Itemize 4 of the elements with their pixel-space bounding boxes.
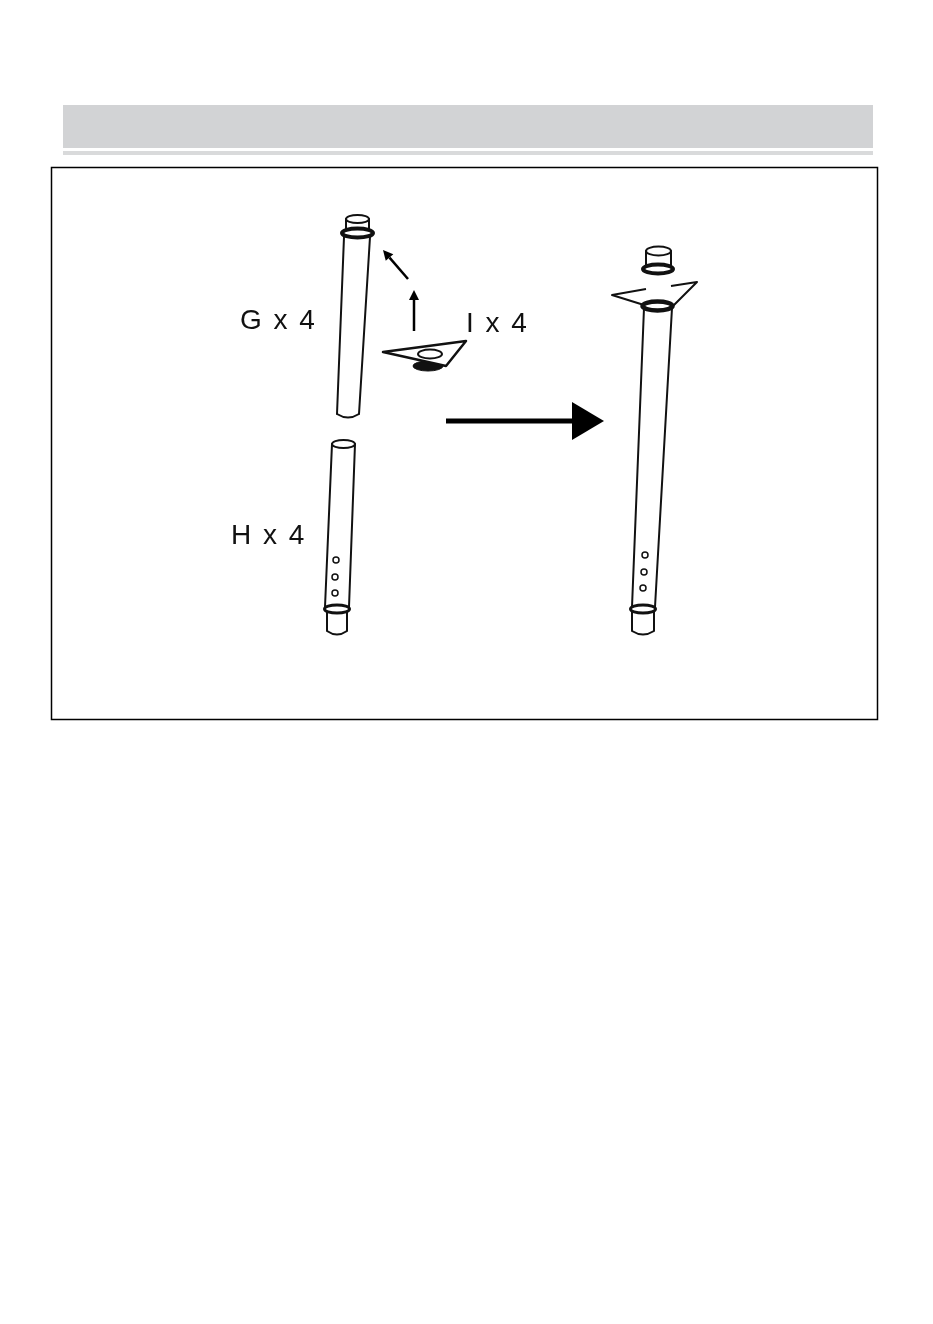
part-label: H x 4	[231, 521, 307, 549]
part-label: I x 4	[466, 309, 529, 337]
part-label: G x 4	[240, 306, 317, 334]
arrow	[446, 402, 604, 440]
